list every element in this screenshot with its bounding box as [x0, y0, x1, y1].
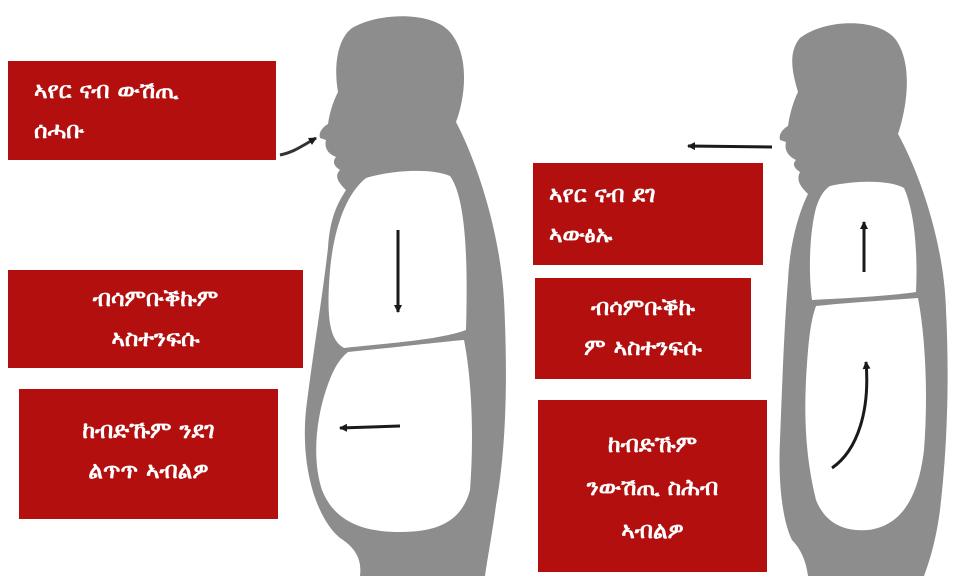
belly-in-label-line2: ንውሽጢ ስሕብ	[538, 467, 767, 510]
chest-breathing-label-left: ብሳምቡቕኩም ኣስተንፍሱ	[8, 270, 303, 368]
belly-cavity-expanded	[316, 340, 472, 532]
left-figure	[280, 16, 506, 576]
inhale-label: ኣየር ናብ ውሽጢ ሰሓቡ	[8, 61, 276, 160]
belly-cavity-contracted	[805, 298, 926, 530]
exhale-label-line2: ኣውፅኡ	[549, 215, 763, 255]
chest-right-line2: ም ኣስተንፍሱ	[535, 328, 751, 368]
inhale-label-line1: ኣየር ናብ ውሽጢ	[34, 71, 276, 111]
belly-in-label: ከብድኹም ንውሽጢ ስሕብ ኣብልዎ	[538, 400, 767, 572]
belly-out-label-line1: ከብድኹም ንደገ	[19, 411, 278, 451]
chest-right-line1: ብሳምቡቕኩ	[535, 288, 751, 328]
belly-in-label-line3: ኣብልዎ	[538, 510, 767, 553]
chest-label-line2: ኣስተንፍሱ	[8, 319, 303, 359]
arrow-icon	[280, 138, 316, 155]
exhale-label-line1: ኣየር ናብ ደገ	[549, 175, 763, 215]
arrow-icon	[340, 426, 400, 428]
chest-breathing-label-right: ብሳምቡቕኩ ም ኣስተንፍሱ	[535, 278, 751, 379]
inhale-label-line2: ሰሓቡ	[34, 111, 276, 151]
belly-in-label-line1: ከብድኹም	[538, 424, 767, 467]
chest-label-line1: ብሳምቡቕኩም	[8, 279, 303, 319]
arrow-icon	[688, 146, 772, 147]
exhale-label: ኣየር ናብ ደገ ኣውፅኡ	[533, 163, 763, 265]
belly-out-label: ከብድኹም ንደገ ልጥጥ ኣብልዎ	[19, 389, 278, 519]
belly-out-label-line2: ልጥጥ ኣብልዎ	[19, 451, 278, 491]
